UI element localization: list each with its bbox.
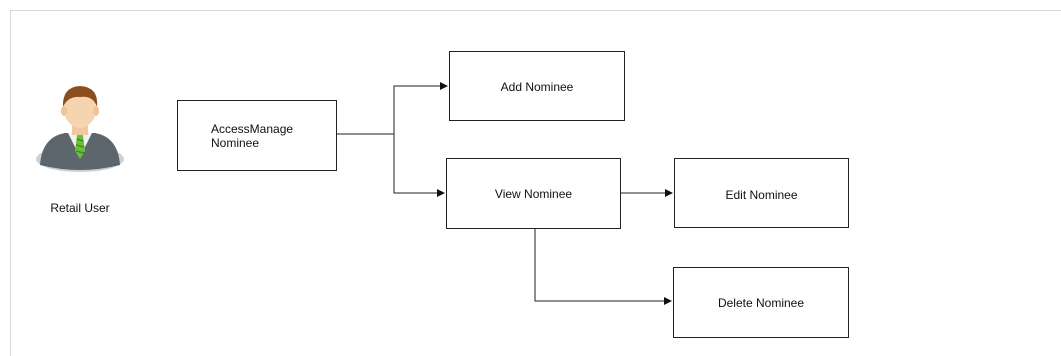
node-label: View Nominee [494, 187, 573, 201]
node-label: Edit Nominee [725, 188, 798, 202]
edge-access-add [337, 82, 448, 135]
edit-nominee-node: Edit Nominee [674, 158, 849, 228]
user-icon [36, 86, 124, 172]
node-label: Delete Nominee [717, 296, 805, 310]
retail-user-actor [30, 75, 130, 175]
actor-label: Retail User [50, 201, 110, 215]
node-label: AccessManage Nominee [211, 122, 294, 150]
view-nominee-node: View Nominee [446, 158, 621, 229]
edge-view-delete [534, 229, 672, 305]
diagram-frame [10, 10, 1061, 356]
add-nominee-node: Add Nominee [449, 51, 625, 121]
node-label: Add Nominee [500, 80, 574, 94]
access-manage-nominee-node: AccessManage Nominee [177, 100, 337, 171]
edge-access-view [393, 134, 445, 197]
delete-nominee-node: Delete Nominee [673, 267, 849, 338]
